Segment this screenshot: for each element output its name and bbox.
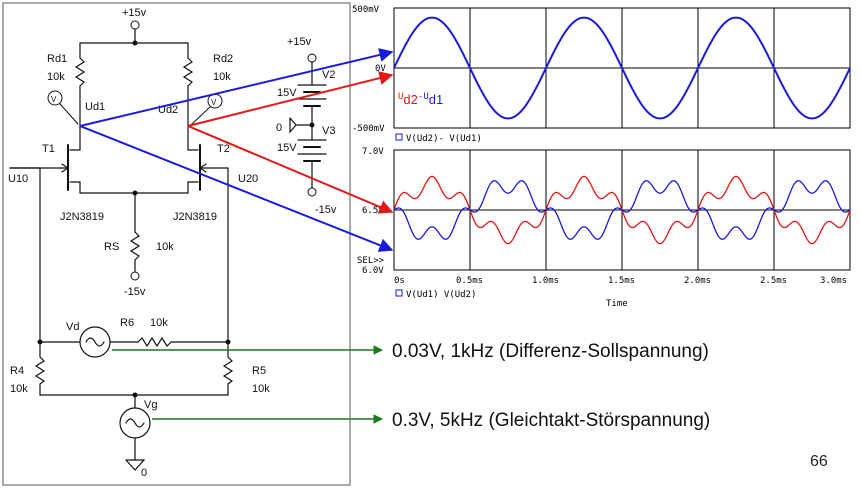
- neg15-bottom-label: -15v: [124, 286, 146, 298]
- r4-value: 10k: [10, 383, 28, 395]
- source-vg: [119, 407, 151, 439]
- junction-dot: [132, 40, 138, 46]
- t2-label: T2: [217, 143, 230, 155]
- x-tick-label: 1.0ms: [532, 276, 559, 286]
- legend-square-icon: [395, 289, 403, 297]
- jfet-t2: [187, 125, 229, 194]
- circuit-schematic: +15v Rd1 10k Rd2 10k V V Ud1 Ud2: [2, 2, 351, 486]
- time-label: Time: [606, 299, 628, 309]
- probe-marker-ud2: V: [191, 93, 223, 125]
- note-differential: 0.03V, 1kHz (Differenz-Sollspannung): [392, 341, 709, 362]
- v2-value: 15V: [277, 87, 297, 99]
- r6-name: R6: [120, 317, 134, 329]
- jfet1-part: J2N3819: [60, 211, 104, 223]
- source-vd: [79, 326, 111, 358]
- annotation-arrows: [79, 48, 394, 424]
- resistor-rs: [129, 231, 141, 261]
- plot-outputs: 7.0V 6.5V SEL>> 6.0V 0s 0.5ms 1.0ms 1.5ms 2.…: [357, 147, 851, 309]
- supply-v2-label: +15v: [287, 36, 312, 48]
- neg15-right-label: -15v: [315, 204, 337, 216]
- t1-label: T1: [42, 143, 55, 155]
- supply-terminal-v3: [307, 187, 317, 197]
- neg-supply-terminal: [130, 271, 140, 281]
- x-tick-label: 2.5ms: [760, 276, 787, 286]
- junction-dot: [225, 339, 231, 345]
- v2-name: V2: [322, 69, 335, 81]
- rd1-name: Rd1: [47, 53, 67, 65]
- r6-value: 10k: [150, 317, 168, 329]
- legend-square-icon: [395, 133, 403, 141]
- tail-wiring: [9, 167, 229, 343]
- v3-value: 15V: [277, 142, 297, 154]
- arrow-ud2-to-bottom: [187, 125, 394, 214]
- resistor-r5: [222, 356, 234, 385]
- arrow-ud2-to-top: [187, 71, 394, 127]
- x-tick-label: 3.0ms: [820, 276, 847, 286]
- bottom-y-label-max: 7.0V: [362, 147, 384, 157]
- junction-dot: [132, 190, 138, 196]
- x-tick-label: 2.0ms: [684, 276, 711, 286]
- junction-dot: [132, 392, 138, 398]
- arrow-ud1-to-top: [79, 48, 394, 127]
- vg-label: Vg: [144, 399, 157, 411]
- battery-stack: [289, 61, 327, 189]
- rd2-name: Rd2: [213, 53, 233, 65]
- x-tick-label: 0.5ms: [456, 276, 483, 286]
- v3-name: V3: [322, 125, 335, 137]
- sel-label: SEL>>: [357, 256, 385, 266]
- schematic-frame: [2, 2, 351, 486]
- page-number: 66: [810, 453, 828, 470]
- ud1-label: Ud1: [85, 101, 105, 113]
- r5-name: R5: [252, 365, 266, 377]
- resistor-rd2: [182, 57, 194, 87]
- probe-marker-ud1: V: [47, 90, 79, 125]
- bottom-legend: V(Ud1) V(Ud2): [406, 290, 476, 300]
- supply-terminal-v2: [307, 53, 317, 63]
- junction-dot: [37, 339, 43, 345]
- svg-text:V: V: [211, 98, 217, 107]
- zero-label: 0: [276, 122, 282, 134]
- r4-name: R4: [10, 365, 24, 377]
- resistor-r6: [137, 336, 172, 348]
- series-ud2-minus-ud1: [393, 16, 851, 120]
- rd1-value: 10k: [47, 71, 65, 83]
- u10-label: U10: [8, 173, 28, 185]
- supply-top-label: +15v: [122, 7, 147, 19]
- supply-wiring: [74, 28, 194, 127]
- ground-symbol: [125, 459, 146, 471]
- x-tick-label: 0s: [394, 276, 405, 286]
- series-ud1: [393, 180, 851, 240]
- ud-annotation: Ud2-Ud1: [398, 92, 443, 107]
- jfet2-part: J2N3819: [173, 211, 217, 223]
- rs-value: 10k: [156, 241, 174, 253]
- svg-text:V: V: [51, 95, 57, 104]
- bottom-y-label-mid: 6.5V: [362, 206, 384, 216]
- ground-label: 0: [141, 467, 147, 479]
- x-tick-label: 1.5ms: [608, 276, 635, 286]
- rs-name: RS: [104, 241, 119, 253]
- resistor-rd1: [74, 57, 86, 87]
- top-y-label-mid: 0V: [375, 64, 386, 74]
- top-y-label-max: 500mV: [352, 5, 380, 15]
- top-legend: V(Ud2)- V(Ud1): [406, 134, 482, 144]
- bottom-y-label-min: 6.0V: [362, 266, 384, 276]
- input-wiring: [34, 336, 234, 471]
- vd-label: Vd: [66, 321, 79, 333]
- junction-dot: [309, 122, 315, 128]
- rd2-value: 10k: [213, 71, 231, 83]
- arrow-ud1-to-bottom: [79, 125, 394, 252]
- note-common-mode: 0.3V, 5kHz (Gleichtakt-Störspannung): [392, 410, 710, 431]
- x-tick-labels: 0s 0.5ms 1.0ms 1.5ms 2.0ms 2.5ms 3.0ms: [394, 276, 847, 286]
- u20-label: U20: [238, 173, 258, 185]
- resistor-r4: [34, 356, 46, 385]
- plot-differential: 500mV 0V -500mV V(Ud2)- V(Ud1) Ud2-Ud1: [352, 5, 851, 144]
- top-y-label-min: -500mV: [352, 124, 385, 134]
- supply-terminal-top: [130, 20, 140, 30]
- r5-value: 10k: [252, 383, 270, 395]
